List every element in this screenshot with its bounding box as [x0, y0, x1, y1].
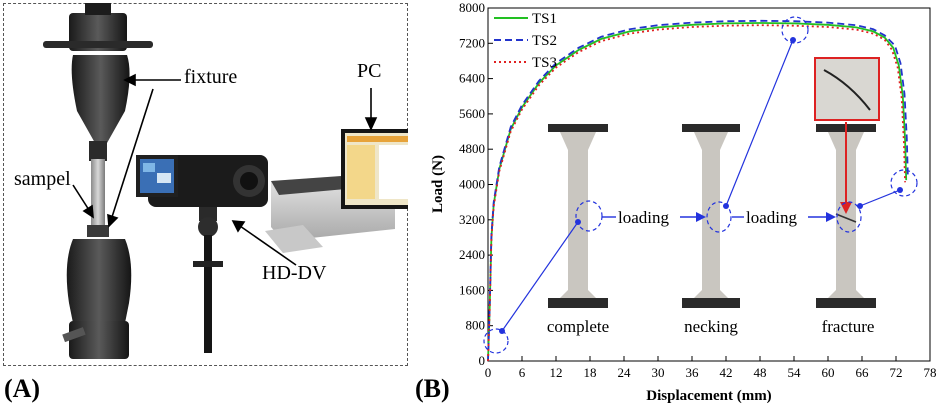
- legend-label-ts3: TS3: [532, 55, 557, 71]
- x-tick-label-1: 6: [519, 365, 526, 380]
- loading-label-2: loading: [746, 208, 797, 227]
- loading-label-1: loading: [618, 208, 669, 227]
- y-tick-label-10: 8000: [459, 0, 485, 15]
- fracture-inset: [814, 57, 880, 214]
- y-tick-label-8: 6400: [459, 71, 485, 86]
- legend-label-ts1: TS1: [532, 11, 557, 27]
- load-displacement-chart: 0 6 12 18 24 30 36 42 48 54 60 66 72 78 0 800 1600 2400 32…: [430, 0, 937, 404]
- x-tick-label-4: 24: [618, 365, 632, 380]
- series-line-ts2: [487, 19, 909, 362]
- x-axis-title: Displacement (mm): [646, 388, 771, 404]
- panel-letter-a: (A): [4, 374, 41, 403]
- y-tick-label-6: 4800: [459, 141, 485, 156]
- stage-label-fracture: fracture: [822, 317, 875, 336]
- label-fixture: fixture: [184, 66, 238, 88]
- stage-label-complete: complete: [547, 317, 609, 336]
- lower-fixture: [62, 225, 132, 359]
- x-tick-label-6: 36: [686, 365, 700, 380]
- x-tick-label-11: 66: [856, 365, 870, 380]
- annotation-markers: [483, 16, 918, 354]
- label-sample: sampel: [14, 168, 71, 190]
- y-tick-label-1: 800: [466, 318, 486, 333]
- y-tick-label-3: 2400: [459, 247, 485, 262]
- x-tick-label-10: 60: [822, 365, 835, 380]
- x-tick-label-2: 12: [550, 365, 563, 380]
- x-tick-label-3: 18: [584, 365, 597, 380]
- x-tick-label-5: 30: [652, 365, 665, 380]
- specimen-photo-necking: [682, 124, 740, 308]
- test-setup-illustration: [43, 3, 408, 359]
- stage-label-necking: necking: [684, 317, 738, 336]
- annotation-dots: [499, 37, 903, 334]
- panel-a-arrows: [72, 73, 378, 266]
- y-tick-label-5: 4000: [459, 177, 485, 192]
- x-tick-label-8: 48: [754, 365, 767, 380]
- label-pc: PC: [357, 60, 382, 82]
- legend-label-ts2: TS2: [532, 33, 557, 49]
- y-tick-label-0: 0: [479, 353, 486, 368]
- x-tick-label-12: 72: [890, 365, 903, 380]
- loading-arrow-2: loading: [732, 208, 836, 227]
- x-tick-label-13: 78: [924, 365, 937, 380]
- tripod: [193, 217, 223, 353]
- y-tick-label-9: 7200: [459, 35, 485, 50]
- y-tick-label-4: 3200: [459, 212, 485, 227]
- y-tick-label-7: 5600: [459, 106, 485, 121]
- specimen-rod: [91, 159, 105, 229]
- upper-fixture: [43, 3, 153, 161]
- pc-monitor: [341, 129, 408, 209]
- y-axis-title: Load (N): [430, 155, 446, 213]
- hd-dv-camera: [136, 155, 268, 221]
- x-tick-label-9: 54: [788, 365, 802, 380]
- x-tick-label-7: 42: [720, 365, 733, 380]
- panel-letter-b: (B): [415, 374, 450, 403]
- loading-arrow-1: loading: [602, 208, 706, 227]
- series-line-ts3: [487, 24, 906, 362]
- x-tick-label-0: 0: [485, 365, 492, 380]
- specimen-photo-complete: [548, 124, 608, 308]
- y-tick-label-2: 1600: [459, 282, 485, 297]
- label-camera: HD-DV: [262, 262, 327, 284]
